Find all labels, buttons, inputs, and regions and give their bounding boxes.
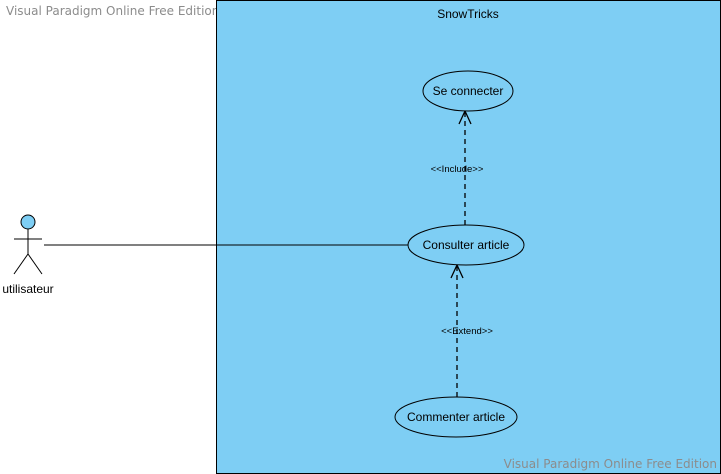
- system-name: SnowTricks: [437, 7, 499, 21]
- use-case-label: Se connecter: [433, 84, 504, 98]
- actor-name: utilisateur: [2, 282, 53, 296]
- include-label: <<Include>>: [431, 164, 484, 175]
- actor-left-leg: [13, 253, 29, 275]
- actor-head: [20, 214, 36, 230]
- use-case-label: Consulter article: [423, 238, 510, 252]
- use-case-consulter-article[interactable]: Consulter article: [407, 224, 525, 266]
- use-case-commenter-article[interactable]: Commenter article: [394, 396, 518, 438]
- watermark-top: Visual Paradigm Online Free Edition: [6, 4, 220, 18]
- watermark-bottom: Visual Paradigm Online Free Edition: [503, 457, 717, 471]
- use-case-label: Commenter article: [407, 410, 505, 424]
- actor-right-leg: [27, 253, 43, 275]
- use-case-se-connecter[interactable]: Se connecter: [422, 70, 514, 112]
- extend-label: <<Extend>>: [441, 326, 493, 337]
- actor-utilisateur[interactable]: utilisateur: [2, 214, 54, 296]
